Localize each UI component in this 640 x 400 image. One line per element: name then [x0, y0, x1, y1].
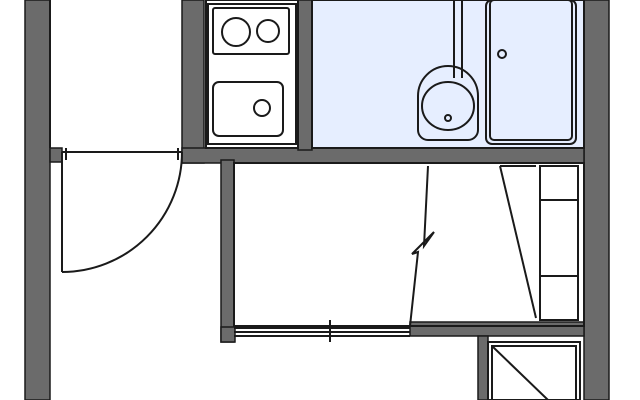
bathroom-outline — [311, 0, 585, 149]
wall-closet-left — [220, 159, 235, 343]
wall-kitchen-bath — [297, 0, 313, 151]
bathtub-icon — [485, 0, 577, 145]
exterior-wall-right — [583, 0, 610, 400]
kitchen-counter — [205, 0, 299, 149]
stove-icon — [212, 7, 290, 55]
exterior-wall-left — [24, 0, 51, 400]
bathroom — [311, 0, 585, 149]
sliding-door — [234, 320, 410, 342]
toilet-icon — [417, 0, 479, 141]
wall-horizontal-mid — [181, 147, 585, 164]
walls — [24, 0, 610, 400]
wall-closet-bottom-right — [409, 321, 585, 337]
break-line — [409, 165, 435, 327]
closet — [233, 162, 585, 342]
bathroom-floor — [312, 0, 584, 148]
entry-door — [61, 148, 183, 273]
sink-icon — [212, 81, 284, 137]
wall-closet-bottom — [220, 326, 236, 343]
shelf-unit — [539, 165, 579, 321]
counter-inner — [207, 3, 297, 145]
wall-horizontal-left — [49, 147, 63, 163]
wall-bath-right-stub — [477, 335, 489, 400]
wall-kitchen-left — [181, 0, 205, 164]
counter-outline — [205, 0, 299, 149]
washbasin-icon — [487, 341, 581, 400]
